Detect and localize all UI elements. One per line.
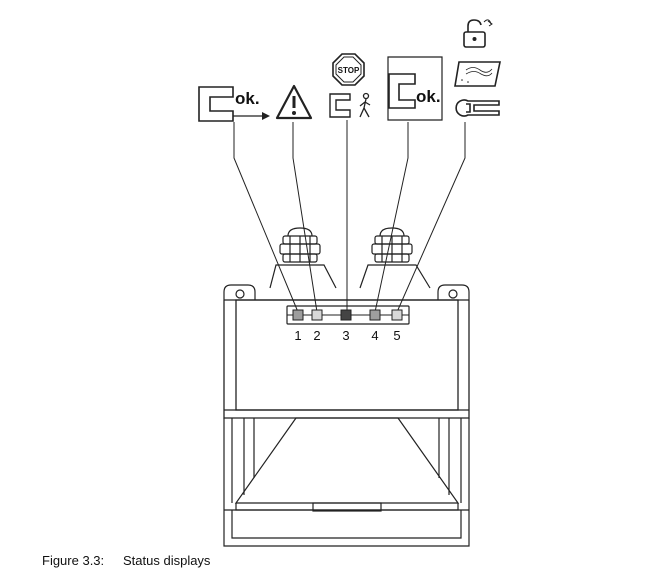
stop-sign-icon: STOP [332, 53, 365, 86]
dirty-window-icon [454, 61, 501, 87]
mounting-lug-left [223, 284, 256, 300]
figure-caption: Figure 3.3: Status displays [42, 553, 210, 568]
status-led-5 [391, 309, 403, 321]
status-led-1 [292, 309, 304, 321]
leader-line-5 [396, 122, 466, 313]
ok-right-label: ok. [416, 87, 441, 106]
cable-gland-right [359, 227, 431, 289]
stop-label: STOP [338, 66, 360, 75]
person-walking-icon [359, 92, 371, 118]
warning-triangle-icon [275, 84, 313, 120]
status-led-2 [311, 309, 323, 321]
sensor-housing: 1 2 3 4 5 [223, 227, 470, 547]
led-number-4: 4 [371, 328, 378, 343]
wrench-icon [455, 99, 500, 117]
led-number-2: 2 [313, 328, 320, 343]
leader-line-2 [292, 122, 318, 313]
housing-lower-body [223, 409, 470, 547]
small-sensor-icon [329, 93, 351, 118]
cable-gland-left [269, 227, 337, 289]
led-number-5: 5 [393, 328, 400, 343]
leader-line-1 [233, 122, 299, 313]
unlock-padlock-icon [463, 19, 493, 48]
led-numbers: 1 2 3 4 5 [294, 328, 400, 343]
leader-lines [233, 120, 466, 313]
mounting-lug-right [437, 284, 470, 300]
leader-line-4 [374, 122, 409, 313]
led-number-3: 3 [342, 328, 349, 343]
status-led-4 [369, 309, 381, 321]
status-led-3 [340, 309, 352, 321]
ok-left-label: ok. [235, 89, 260, 108]
sensor-ok-icon: ok. [387, 56, 443, 121]
figure-title: Status displays [123, 553, 211, 568]
sensor-ok-arrow-icon: ok. [198, 86, 270, 122]
figure-number: Figure 3.3: [42, 553, 105, 568]
led-strip [286, 305, 410, 325]
led-number-1: 1 [294, 328, 301, 343]
